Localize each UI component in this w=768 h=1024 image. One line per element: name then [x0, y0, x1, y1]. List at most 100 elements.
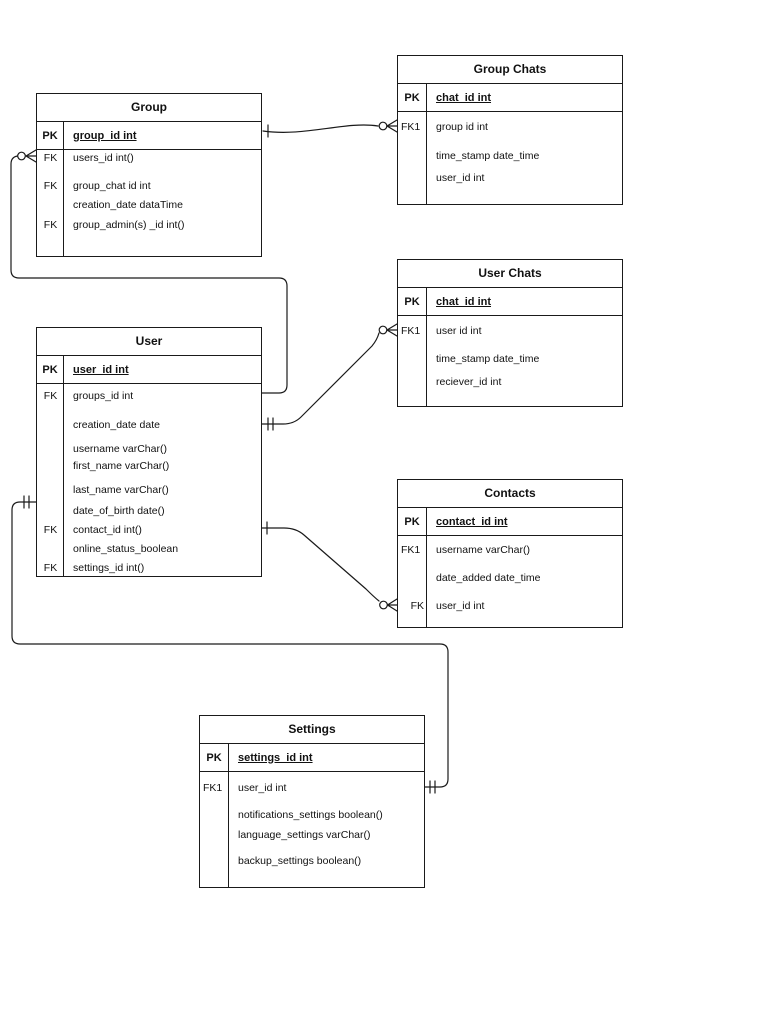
connector-user-settings — [11, 495, 449, 794]
connector-group-groupchats — [262, 119, 398, 138]
table-row: date_of_birth date() — [37, 503, 261, 519]
row-key-label: FK — [410, 600, 424, 612]
pk-key-label: PK — [37, 122, 64, 149]
pk-key-label: PK — [398, 508, 427, 535]
row-field: date_of_birth date() — [73, 505, 165, 517]
key-column-divider — [200, 772, 229, 887]
table-row: FK1 group id int — [398, 119, 622, 135]
key-column-divider — [398, 316, 427, 406]
row-field: settings_id int() — [73, 562, 145, 574]
table-row: creation_date dataTime — [37, 197, 261, 213]
key-column-divider — [37, 150, 64, 256]
table-row: first_name varChar() — [37, 458, 261, 474]
row-field: contact_id int() — [73, 524, 142, 536]
row-field: group id int — [436, 121, 488, 133]
row-field: reciever_id int — [436, 376, 502, 388]
row-field: user_id int — [436, 172, 485, 184]
row-key-label: FK1 — [401, 325, 421, 337]
table-row: date_added date_time — [398, 570, 622, 586]
key-column-divider — [37, 384, 64, 576]
pk-field: chat_id int — [436, 295, 492, 308]
row-field: notifications_settings boolean() — [238, 809, 383, 821]
row-field: username varChar() — [436, 544, 530, 556]
pk-field: contact_id int — [436, 515, 508, 528]
pk-key-label: PK — [398, 288, 427, 315]
table-row: backup_settings boolean() — [200, 853, 424, 869]
pk-row: PK user_id int — [37, 356, 261, 384]
row-key-label: FK — [43, 219, 58, 231]
row-field: date_added date_time — [436, 572, 541, 584]
table-row: username varChar() — [37, 441, 261, 457]
pk-field: user_id int — [73, 363, 129, 376]
table-body: FK1 user_id int notifications_settings boo… — [200, 772, 424, 887]
row-key-label: FK1 — [401, 121, 421, 133]
pk-key-label: PK — [37, 356, 64, 383]
row-field: online_status_boolean — [73, 543, 179, 555]
table-title: User Chats — [398, 260, 622, 288]
pk-row: PK chat_id int — [398, 288, 622, 316]
key-column-divider — [398, 112, 427, 204]
row-key-label: FK1 — [401, 544, 421, 556]
row-key-label: FK — [43, 524, 58, 536]
table-row: FK user_id int — [398, 598, 622, 614]
table-title: Settings — [200, 716, 424, 744]
table-body: FK1 username varChar() date_added date_tim… — [398, 536, 622, 627]
table-row: FK1 user id int — [398, 323, 622, 339]
pk-field: group_id int — [73, 129, 137, 142]
row-field: first_name varChar() — [73, 460, 170, 472]
row-field: user_id int — [238, 782, 287, 794]
pk-row: PK contact_id int — [398, 508, 622, 536]
table-row: FK settings_id int() — [37, 560, 261, 576]
pk-field: settings_id int — [238, 751, 313, 764]
connector-user-group — [10, 149, 288, 394]
row-field: user id int — [436, 325, 482, 337]
row-field: creation_date dataTime — [73, 199, 183, 211]
table-title: Group Chats — [398, 56, 622, 84]
row-key-label: FK — [43, 390, 58, 402]
table-row: notifications_settings boolean() — [200, 807, 424, 823]
pk-field: chat_id int — [436, 91, 492, 104]
pk-row: PK group_id int — [37, 122, 261, 150]
row-field: groups_id int — [73, 390, 134, 402]
row-field: users_id int() — [73, 152, 134, 164]
table-row: FK1 username varChar() — [398, 542, 622, 558]
table-title: Group — [37, 94, 261, 122]
row-field: creation_date date — [73, 419, 160, 431]
pk-row: PK chat_id int — [398, 84, 622, 112]
table-title: Contacts — [398, 480, 622, 508]
row-key-label: FK — [43, 180, 58, 192]
connector-user-userchats — [261, 323, 398, 431]
key-column-divider — [398, 536, 427, 627]
row-field: username varChar() — [73, 443, 167, 455]
row-field: time_stamp date_time — [436, 353, 540, 365]
connector-user-contacts — [261, 521, 398, 612]
row-key-label: FK1 — [203, 782, 223, 794]
row-field: user_id int — [436, 600, 485, 612]
table-row: FK contact_id int() — [37, 522, 261, 538]
table-row: FK groups_id int — [37, 388, 261, 404]
table-row: FK1 user_id int — [200, 780, 424, 796]
row-field: backup_settings boolean() — [238, 855, 362, 867]
pk-key-label: PK — [398, 84, 427, 111]
row-key-label: FK — [43, 152, 58, 164]
table-row: language_settings varChar() — [200, 827, 424, 843]
table-row: user_id int — [398, 170, 622, 186]
table-row: online_status_boolean — [37, 541, 261, 557]
row-field: last_name varChar() — [73, 484, 169, 496]
row-key-label: FK — [43, 562, 58, 574]
table-row: creation_date date — [37, 417, 261, 433]
row-field: language_settings varChar() — [238, 829, 371, 841]
table-row: FK users_id int() — [37, 150, 261, 166]
